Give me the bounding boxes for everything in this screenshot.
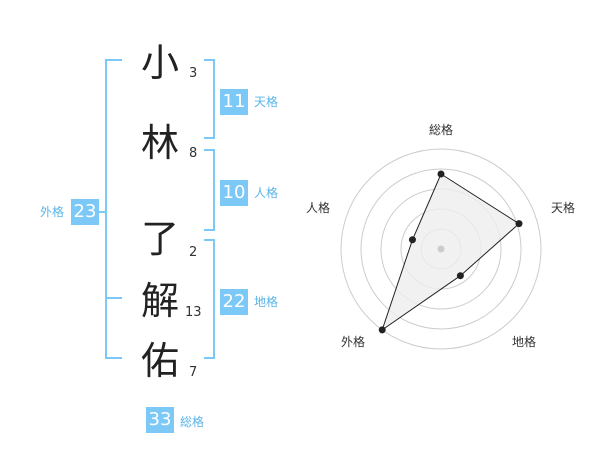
name-char-1: 小 — [141, 41, 180, 85]
radar-label-tenkaku: 天格 — [551, 200, 575, 215]
radar-label-jinkaku: 人格 — [306, 200, 330, 215]
radar-polygon — [381, 173, 520, 332]
jinkaku-label: 人格 — [254, 186, 279, 200]
radar-label-soukaku: 総格 — [429, 122, 453, 137]
soukaku-value: 33 — [146, 407, 174, 433]
radar-point-0 — [437, 170, 445, 178]
radar-center-dot — [437, 245, 445, 253]
jinkaku-bracket — [204, 149, 215, 231]
radar-point-3 — [378, 326, 386, 334]
stroke-count-3: 2 — [189, 245, 198, 260]
stroke-count-5: 7 — [189, 365, 198, 380]
radar-ring — [360, 168, 522, 330]
radar-label-chikaku: 地格 — [512, 334, 536, 349]
name-char-2: 林 — [141, 121, 180, 165]
name-char-4: 解 — [141, 279, 180, 323]
radar-points — [378, 170, 523, 334]
radar-label-gaikaku: 外格 — [341, 334, 365, 349]
chikaku-value: 22 — [220, 289, 248, 315]
radar-point-1 — [515, 220, 523, 228]
name-char-5: 佑 — [141, 339, 180, 383]
chikaku-label: 地格 — [254, 295, 279, 309]
radar-ring — [340, 148, 542, 350]
chikaku-bracket — [204, 239, 215, 359]
stroke-count-2: 8 — [189, 146, 198, 161]
tenkaku-bracket — [204, 59, 215, 139]
tenkaku-label: 天格 — [254, 95, 279, 109]
gaikaku-label: 外格 — [40, 205, 65, 219]
stroke-count-4: 13 — [185, 305, 202, 320]
tenkaku-value: 11 — [220, 89, 248, 115]
soukaku-label: 総格 — [180, 415, 205, 429]
name-char-3: 了 — [141, 217, 180, 261]
jinkaku-value: 10 — [220, 180, 248, 206]
gaikaku-value: 23 — [71, 199, 99, 225]
stroke-count-1: 3 — [189, 66, 198, 81]
radar-point-2 — [456, 272, 464, 280]
gaikaku-bracket — [105, 59, 122, 359]
radar-point-4 — [408, 236, 416, 244]
